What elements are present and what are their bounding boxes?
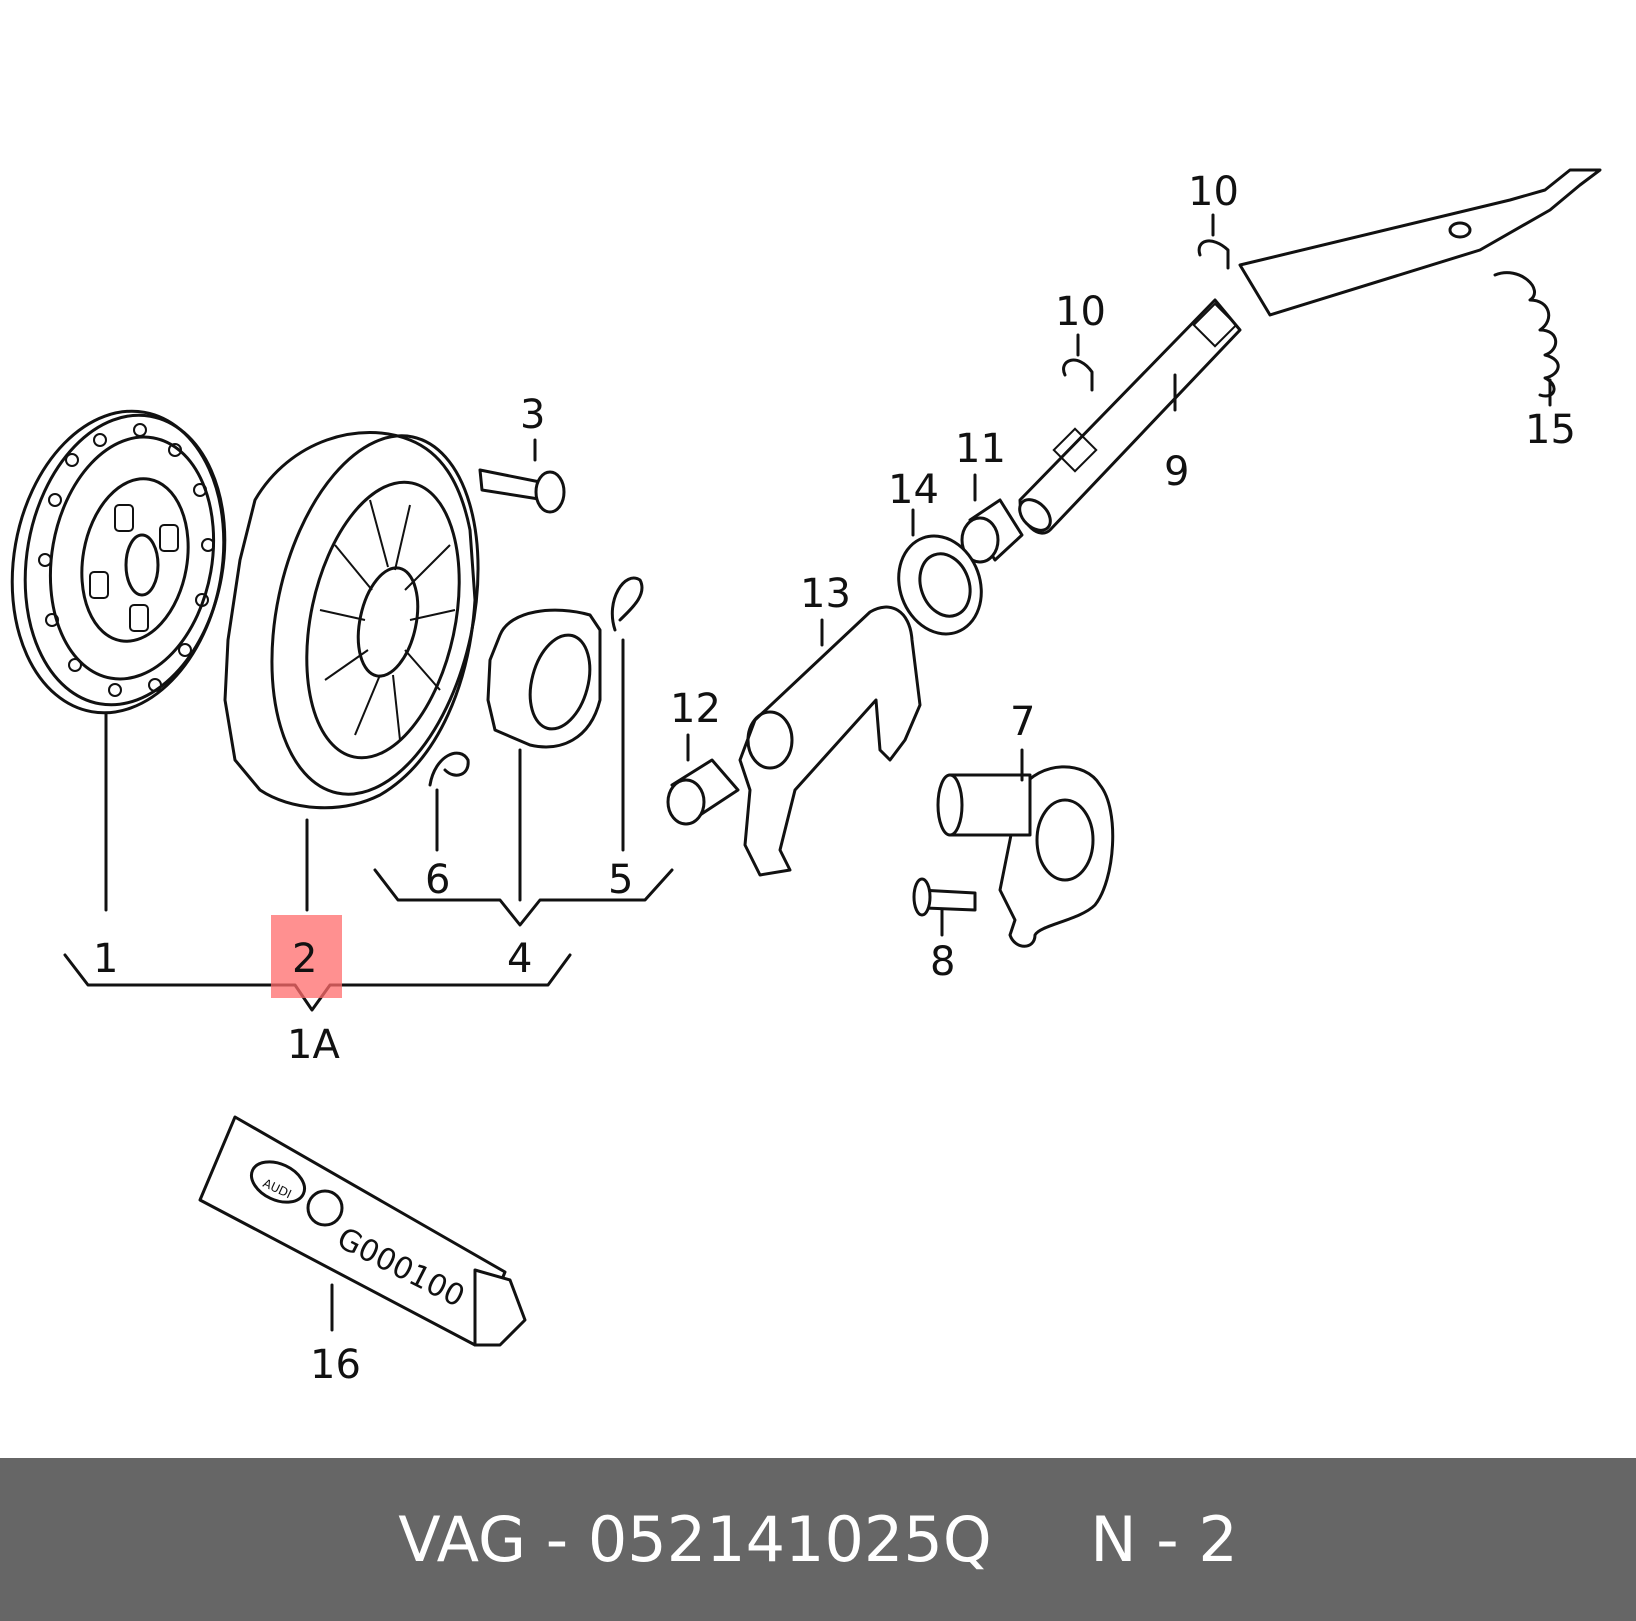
footer-caption: VAG - 052141025Q N - 2 — [0, 1458, 1636, 1621]
clip-drawings — [428, 576, 644, 852]
guide-sleeve-drawing — [936, 748, 1115, 948]
callout-4: 4 — [507, 936, 532, 982]
release-bearing-drawing — [486, 608, 602, 902]
highlight-box — [271, 915, 342, 998]
footer-separator: - — [526, 1503, 588, 1576]
callout-5: 5 — [608, 857, 633, 903]
seal-ring-drawing — [897, 508, 983, 636]
bracket-4 — [373, 868, 674, 927]
bushing-drawings — [666, 473, 1024, 826]
callout-1a: 1A — [287, 1022, 340, 1068]
callout-15: 15 — [1525, 407, 1576, 453]
footer-gap — [992, 1503, 1091, 1576]
callout-16: 16 — [310, 1342, 361, 1388]
footer-brand: VAG — [398, 1503, 527, 1576]
clutch-disc-drawing — [10, 409, 227, 912]
bolt-drawing — [478, 438, 566, 514]
footer-position: N - 2 — [1090, 1503, 1238, 1576]
shaft-drawing — [1018, 298, 1242, 535]
callout-1: 1 — [93, 936, 118, 982]
callout-12: 12 — [670, 686, 721, 732]
callout-3: 3 — [520, 392, 545, 438]
callout-13: 13 — [800, 571, 851, 617]
pressure-plate-drawing — [223, 431, 480, 912]
release-fork-drawing — [738, 605, 922, 877]
callout-7: 7 — [1010, 699, 1035, 745]
circlip-drawings — [1062, 213, 1230, 392]
callout-10-upper: 10 — [1188, 169, 1239, 215]
footer-part-number: 052141025Q — [587, 1503, 992, 1576]
lever-and-spring-drawing — [1238, 168, 1602, 407]
footer-bar: VAG - 052141025Q N - 2 — [0, 1458, 1636, 1621]
callout-8: 8 — [930, 939, 955, 985]
grease-tube-drawing — [198, 1115, 527, 1347]
bracket-1a — [63, 953, 572, 1012]
callout-9: 9 — [1164, 449, 1189, 495]
clutch-parts-diagram: 1 2 4 1A 3 6 5 12 13 14 11 10 10 9 15 7 … — [10, 168, 1602, 1388]
callout-6: 6 — [425, 857, 450, 903]
screw-drawing — [912, 877, 977, 937]
callout-10-lower: 10 — [1055, 289, 1106, 335]
callout-14: 14 — [888, 467, 939, 513]
callout-11: 11 — [955, 426, 1006, 472]
callout-2: 2 — [292, 936, 317, 982]
